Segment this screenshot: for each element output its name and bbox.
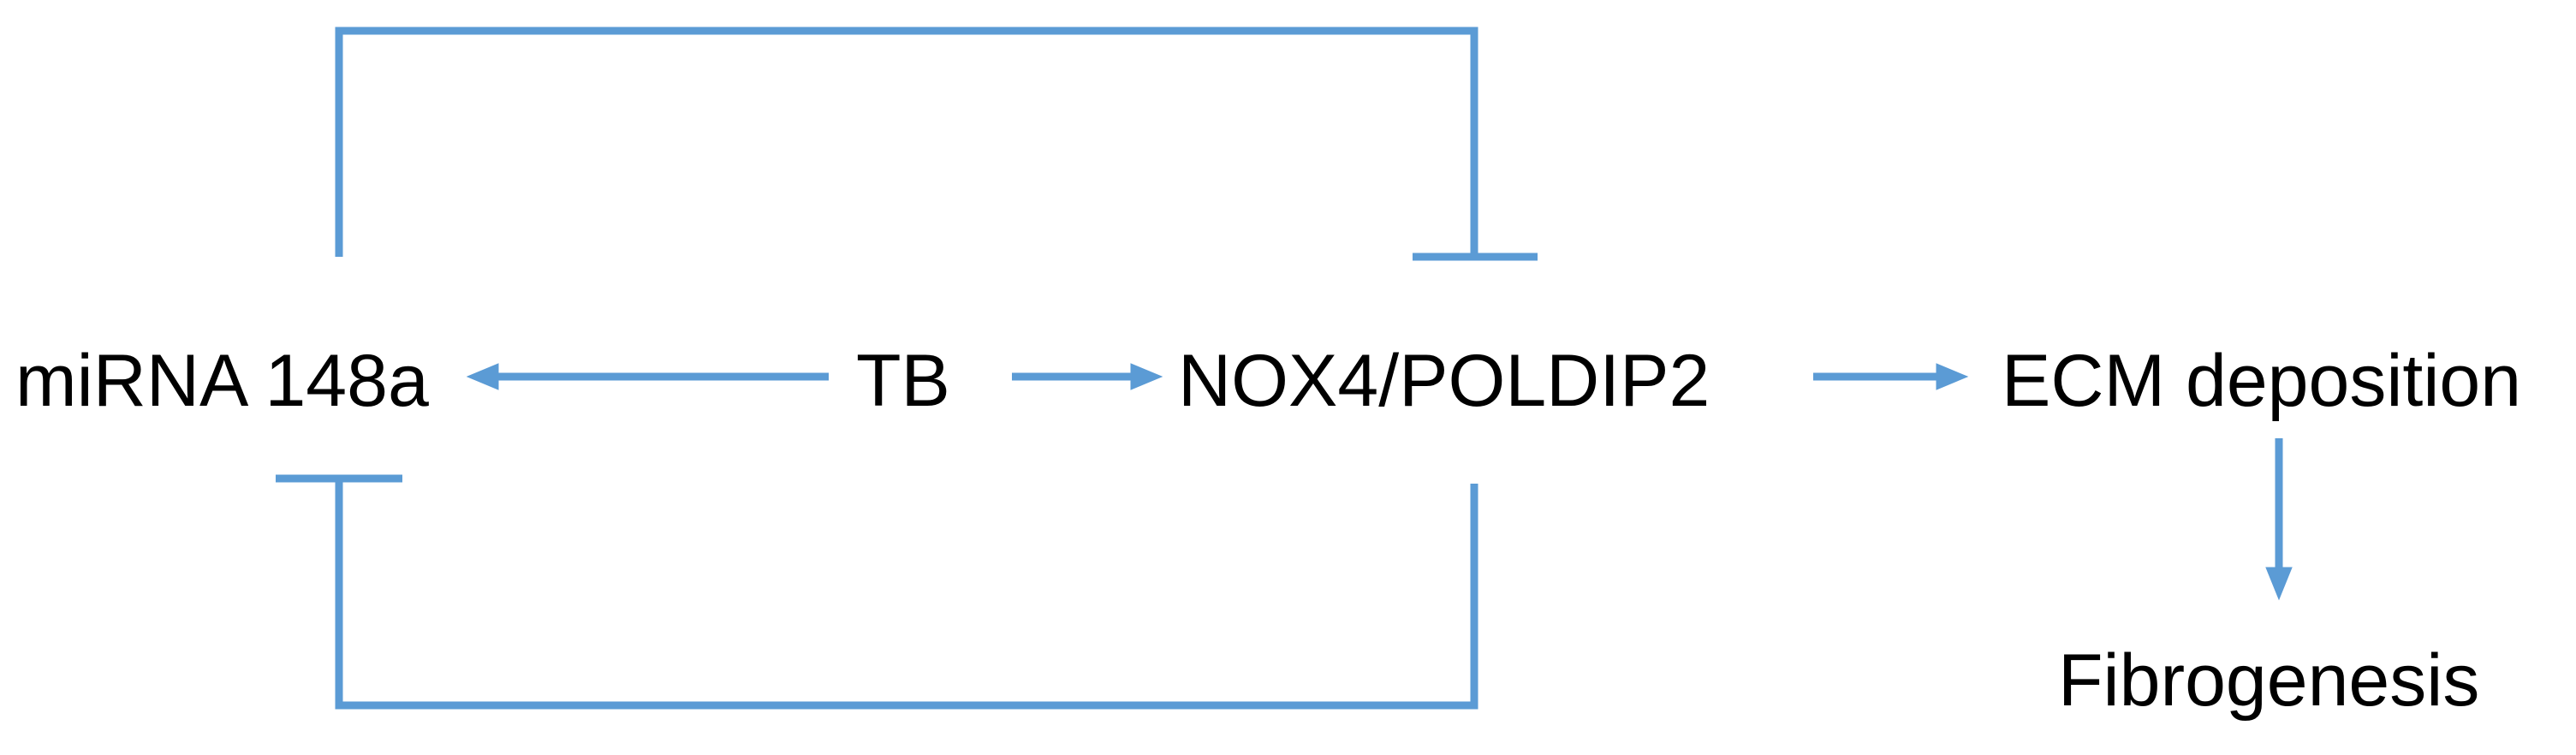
inhibition-connector-nox4-to-mirna	[335, 479, 1478, 710]
node-nox4-poldip2: NOX4/POLDIP2	[1178, 340, 1710, 422]
node-tb: TB	[856, 340, 950, 422]
node-mirna-148a: miRNA 148a	[15, 340, 429, 422]
node-fibrogenesis: Fibrogenesis	[2058, 639, 2480, 722]
node-ecm-deposition: ECM deposition	[2002, 340, 2522, 422]
inhibition-connector-mirna-to-nox4	[335, 27, 1478, 257]
arrowhead-on-mirna	[466, 363, 499, 390]
arrowhead-on-nox4	[1130, 363, 1163, 390]
arrowhead-on-ecm	[1936, 363, 1969, 390]
arrowhead-on-fibrogenesis	[2265, 567, 2293, 601]
